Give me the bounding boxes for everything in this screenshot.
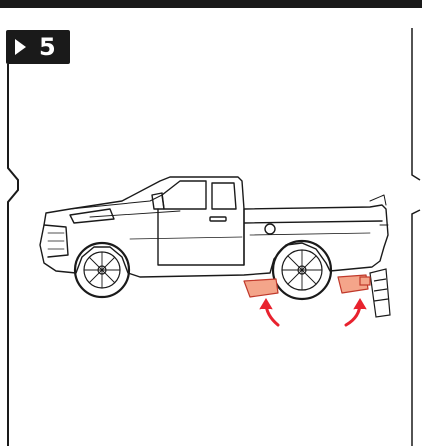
rocker-panel-front — [244, 279, 278, 297]
rear-wheel — [273, 241, 331, 299]
pickup-truck-icon — [30, 165, 400, 345]
door-handle — [210, 217, 226, 221]
fuel-cap — [265, 224, 275, 234]
rotate-arrow-icon — [260, 299, 366, 325]
left-border — [8, 64, 18, 446]
truck-body-outline — [40, 177, 388, 277]
front-wheel — [75, 243, 129, 297]
windshield — [162, 181, 206, 209]
side-window — [212, 183, 236, 209]
right-border-upper — [412, 28, 420, 180]
truck-bed — [244, 209, 382, 265]
right-border-lower — [412, 210, 420, 446]
rocker-panel-icon — [244, 275, 368, 297]
